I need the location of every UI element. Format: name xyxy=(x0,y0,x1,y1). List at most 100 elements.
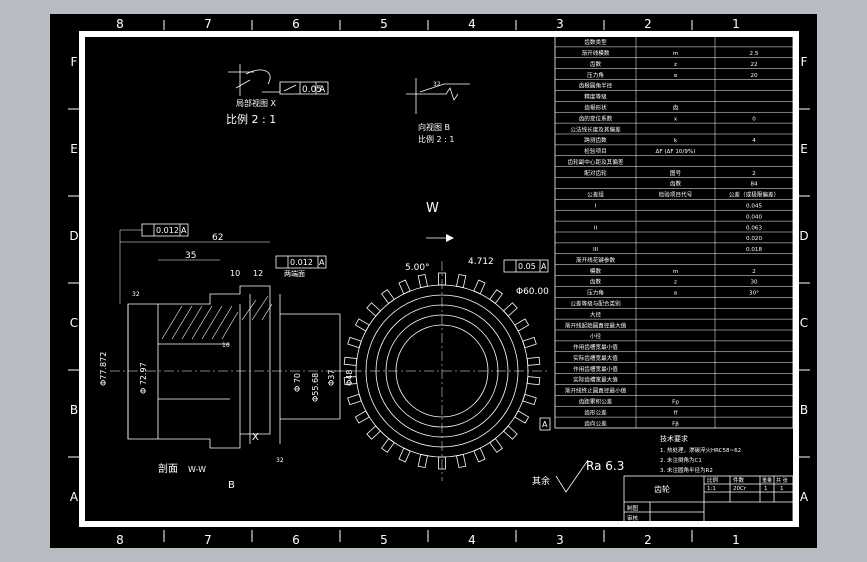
gear-outline xyxy=(334,261,550,481)
gear-tooth xyxy=(347,393,362,406)
gear-tooth xyxy=(514,318,530,332)
zone-col-label: 1 xyxy=(732,533,740,547)
zone-col-label: 7 xyxy=(204,17,212,31)
table-cell-label: 大径 xyxy=(590,310,602,318)
tech-notes: 技术要求 1. 热处理，渗碳淬火HRC58~62 2. 未注倒角为C1 3. 未… xyxy=(660,434,741,474)
gear-tooth xyxy=(455,453,467,469)
table-cell-value: 2.5 xyxy=(750,51,759,57)
table-cell-label: 渐开线模数 xyxy=(582,49,610,57)
detail-x-scale: 比例 2 : 1 xyxy=(226,112,276,126)
gear-tooth xyxy=(489,437,503,453)
table-cell-symbol: Fβ xyxy=(672,421,679,427)
dim-dia-37: Φ37 xyxy=(327,370,336,386)
table-cell-symbol: k xyxy=(674,138,678,144)
zone-row-label: E xyxy=(70,142,78,156)
roughness-mark-2: 16 xyxy=(222,342,230,349)
dim-angle: 5.00° xyxy=(405,263,430,273)
table-cell-value: 84 xyxy=(750,182,758,188)
roughness-label: 其余 xyxy=(532,475,550,487)
table-cell-label: 渐开线起始圆直径最大值 xyxy=(565,321,627,329)
section-code: W-W xyxy=(188,465,206,474)
zone-row-label: E xyxy=(800,142,808,156)
table-cell-label: 压力角 xyxy=(587,71,604,79)
table-cell-value: 4 xyxy=(752,138,756,144)
datum-a-box: A xyxy=(542,420,548,429)
tb-qty-label: 件数 xyxy=(733,476,745,484)
table-cell-label: 实际齿槽宽最大值 xyxy=(573,354,618,362)
table-cell-label: 模数 xyxy=(590,267,602,275)
table-cell-label: 齿数 xyxy=(590,60,602,68)
zone-col-label: 5 xyxy=(380,17,388,31)
gear-tooth xyxy=(514,410,530,424)
detail-x-datum: A xyxy=(319,85,326,95)
gear-tooth xyxy=(473,279,486,295)
title-block: 齿轮 比例 件数 重量 共 张 1:1 20Cr 1 1 制图 审核 xyxy=(623,475,794,523)
table-cell-label: 检验项目 xyxy=(584,147,606,155)
table-cell-label: 渐开线花键参数 xyxy=(576,256,616,264)
tb-weight-label: 重量 xyxy=(762,477,772,484)
table-cell-symbol: α xyxy=(674,291,678,297)
zone-row-label: B xyxy=(800,403,808,417)
tb-scale-label: 比例 xyxy=(707,476,719,484)
tech-note-2: 2. 未注倒角为C1 xyxy=(660,456,702,464)
dim-35: 35 xyxy=(185,251,196,261)
zone-row-label: A xyxy=(800,490,809,504)
x-marker: X xyxy=(252,432,259,443)
zone-row-label: A xyxy=(70,490,79,504)
parallel-tol: 0.05 xyxy=(518,262,536,271)
gear-tooth xyxy=(503,425,518,440)
zone-row-label: C xyxy=(70,316,78,330)
table-cell-value: 0.018 xyxy=(746,247,762,253)
table-cell-label: 齿距累积公差 xyxy=(579,398,613,406)
tech-note-3: 3. 未注圆角半径为R2 xyxy=(660,466,713,474)
table-cell-label: 公差等级与配合类别 xyxy=(570,300,621,308)
table-cell-label: 公差组 xyxy=(587,191,604,199)
table-cell-label: II xyxy=(594,225,598,231)
table-cell-label: 齿形公差 xyxy=(584,408,607,416)
tb-sheet: 1 xyxy=(780,486,784,492)
gear-tooth xyxy=(354,410,370,424)
gear-tooth xyxy=(522,336,537,349)
zone-col-label: 5 xyxy=(380,533,388,547)
roughness-mark-1: 32 xyxy=(132,291,140,298)
dim-4712: 4.712 xyxy=(468,257,494,267)
gear-tooth xyxy=(503,302,518,317)
gear-tooth xyxy=(347,336,362,349)
gear-tooth xyxy=(381,437,395,453)
table-cell-label: III xyxy=(593,247,598,253)
table-cell-value: 0 xyxy=(752,116,756,122)
zone-col-label: 3 xyxy=(556,17,564,31)
zone-col-label: 6 xyxy=(292,17,300,31)
zone-row-label: F xyxy=(71,55,78,69)
table-cell-symbol: z xyxy=(674,280,677,286)
table-cell-symbol: 图号 xyxy=(670,169,682,177)
dim-dia-left: Φ77.872 xyxy=(99,352,108,386)
dim-dia-48: Φ48 xyxy=(345,370,354,386)
table-cell-label: 齿的变位系数 xyxy=(579,114,613,122)
table-cell-label: 作用齿槽宽最小值 xyxy=(573,343,618,351)
tech-note-1: 1. 热处理，渗碳淬火HRC58~62 xyxy=(660,446,741,454)
table-cell-label: 压力角 xyxy=(587,289,604,297)
detail-x-title: 局部视图 X xyxy=(236,98,277,108)
table-cell-label: 实际齿槽宽最大值 xyxy=(573,376,618,384)
zone-col-label: 8 xyxy=(116,17,124,31)
tech-notes-title: 技术要求 xyxy=(660,434,688,443)
detail-x-tolerance: 0.05 xyxy=(302,85,322,95)
b-marker: B xyxy=(228,480,235,491)
part-name: 齿轮 xyxy=(654,484,670,494)
roughness-value: Ra 6.3 xyxy=(586,459,624,473)
tb-qty: 1 xyxy=(764,486,768,492)
table-cell-symbol: m xyxy=(673,269,678,275)
roughness-note: 其余 Ra 6.3 xyxy=(532,459,624,493)
gear-tooth xyxy=(526,356,541,366)
tb-drawn: 制图 xyxy=(627,504,639,512)
runout-1-datum: A xyxy=(181,226,187,235)
dim-dia-55: Φ55.68 xyxy=(311,373,320,402)
gear-tooth xyxy=(381,289,395,305)
detail-x-view: 0.05 A 局部视图 X 比例 2 : 1 xyxy=(226,64,329,126)
table-cell-value: 20 xyxy=(750,73,758,79)
gear-tooth xyxy=(343,356,358,366)
gear-tooth xyxy=(398,447,411,463)
